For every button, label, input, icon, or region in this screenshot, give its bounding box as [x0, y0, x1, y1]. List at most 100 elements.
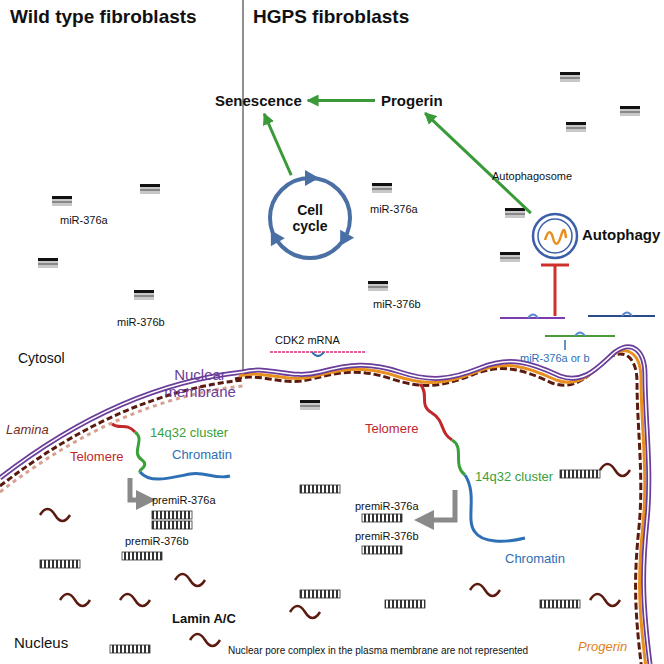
node-text: Progerin	[378, 90, 446, 111]
node-text: HGPS fibroblasts	[243, 0, 664, 34]
node-text: Cell cycle	[280, 202, 340, 234]
mirna-hairpin	[300, 405, 320, 407]
chromatin	[420, 384, 525, 541]
mirna-hairpin	[52, 196, 72, 206]
mirna-hairpin	[620, 106, 640, 116]
cycle-outline	[270, 178, 350, 258]
inhibition-line	[554, 266, 557, 316]
lamin-filament	[60, 594, 90, 606]
transcription-arrow	[130, 478, 140, 500]
mirna-hairpin	[500, 257, 520, 259]
activation-arrow	[425, 113, 531, 213]
mirna-hairpin	[38, 263, 58, 265]
mirna-hairpin	[500, 252, 520, 262]
label-text: Cytosol	[18, 350, 65, 366]
nuclear-membrane	[243, 347, 650, 664]
mirna-hairpin	[300, 400, 320, 410]
premirna-hairpin	[40, 560, 80, 568]
label-text: 14q32 cluster	[150, 426, 228, 441]
label-text: Lamina	[6, 423, 49, 438]
premirna-hairpin	[152, 521, 192, 529]
lamin-filament	[600, 464, 630, 476]
autophagosome-membrane	[538, 219, 572, 253]
mirna-hairpin	[38, 258, 58, 261]
autophagosome-membrane	[488, 170, 664, 265]
target-mrna	[545, 335, 615, 337]
mirna-hairpin	[140, 184, 160, 187]
premirna-hairpin	[152, 511, 192, 519]
mirna-hairpin	[140, 189, 160, 191]
premirna-hairpin	[362, 546, 402, 554]
cdk2-mrna	[270, 351, 365, 353]
cdk2-mrna	[270, 352, 365, 356]
nuclear-membrane	[0, 372, 243, 478]
label-text: premiR-376b	[355, 530, 419, 543]
outcome-label: Senescence	[212, 90, 305, 111]
mirna-hairpin	[505, 208, 525, 218]
mirna-hairpin	[560, 72, 580, 82]
lamin-filament	[175, 574, 205, 586]
lamin-filament	[40, 464, 630, 646]
target-mrna	[575, 333, 585, 337]
mirna-hairpin	[134, 290, 154, 293]
label-text: Nucleus	[14, 634, 68, 651]
premirna-hairpin	[540, 600, 580, 608]
cell-cycle-circle: Cell cycle	[262, 170, 358, 266]
target-mrna	[622, 313, 632, 317]
mirna-hairpin	[620, 106, 640, 116]
panel-divider	[243, 0, 244, 372]
premirna-hairpin	[362, 514, 402, 522]
label-text: miR-376a	[370, 203, 418, 216]
label-text: 14q32 cluster	[475, 470, 553, 485]
mirna-hairpin	[505, 213, 525, 215]
mirna-hairpin	[368, 281, 388, 284]
mirna-hairpin	[372, 183, 392, 193]
nuclear-membrane	[243, 347, 650, 664]
chromatin	[140, 472, 230, 479]
mirna-hairpin	[560, 72, 580, 82]
autophagosome-membrane	[533, 214, 577, 258]
node-text: Autophagy	[582, 226, 660, 243]
progerin-lamina	[235, 354, 642, 664]
cycle-outline	[271, 230, 285, 246]
lamina	[0, 380, 243, 486]
cycle-outline	[305, 170, 319, 186]
mirna-hairpin	[566, 127, 586, 129]
protein-label: Progerin	[378, 90, 446, 111]
progerin-lamina	[239, 351, 646, 664]
transcription-arrow	[430, 490, 455, 520]
premirna-hairpin	[385, 600, 425, 608]
mirna-hairpin	[372, 183, 392, 193]
panel: HGPS fibroblastsSenescenceProgerinCell c…	[243, 0, 664, 664]
cdk2-mrna	[312, 352, 324, 356]
label-text: CDK2 mRNA	[275, 334, 340, 347]
mirna-hairpin	[52, 201, 72, 203]
mirna-hairpin	[52, 196, 72, 199]
mirna-hairpin	[560, 77, 580, 79]
label-text: Telomere	[365, 422, 418, 437]
inhibition-line	[541, 265, 569, 316]
heading-text: Autophagosome	[492, 170, 572, 182]
premirna-hairpin	[40, 470, 600, 653]
target-mrna	[500, 313, 655, 337]
label-text: premiR-376a	[152, 494, 216, 507]
mirna-hairpin	[505, 208, 525, 218]
label-text: miR-376a or b	[520, 352, 590, 365]
cycle-outline	[262, 170, 358, 266]
mirna-hairpin	[372, 183, 392, 186]
mirna-hairpin	[566, 122, 586, 125]
lamina	[0, 380, 243, 492]
label-text: miR-376a	[60, 214, 108, 227]
mirna-hairpin	[566, 122, 586, 132]
mirna-hairpin	[140, 184, 160, 194]
label-text: Chromatin	[172, 448, 232, 463]
lamin-filament	[190, 634, 220, 646]
lamin-filament	[120, 594, 150, 606]
chromatin	[465, 475, 525, 541]
mirna-hairpin	[500, 252, 520, 262]
activation-arrow	[308, 99, 375, 102]
lamin-filament	[470, 584, 500, 596]
mirna-hairpin	[372, 188, 392, 190]
autophagosome-membrane	[545, 230, 566, 244]
mirna-hairpin	[368, 286, 388, 288]
